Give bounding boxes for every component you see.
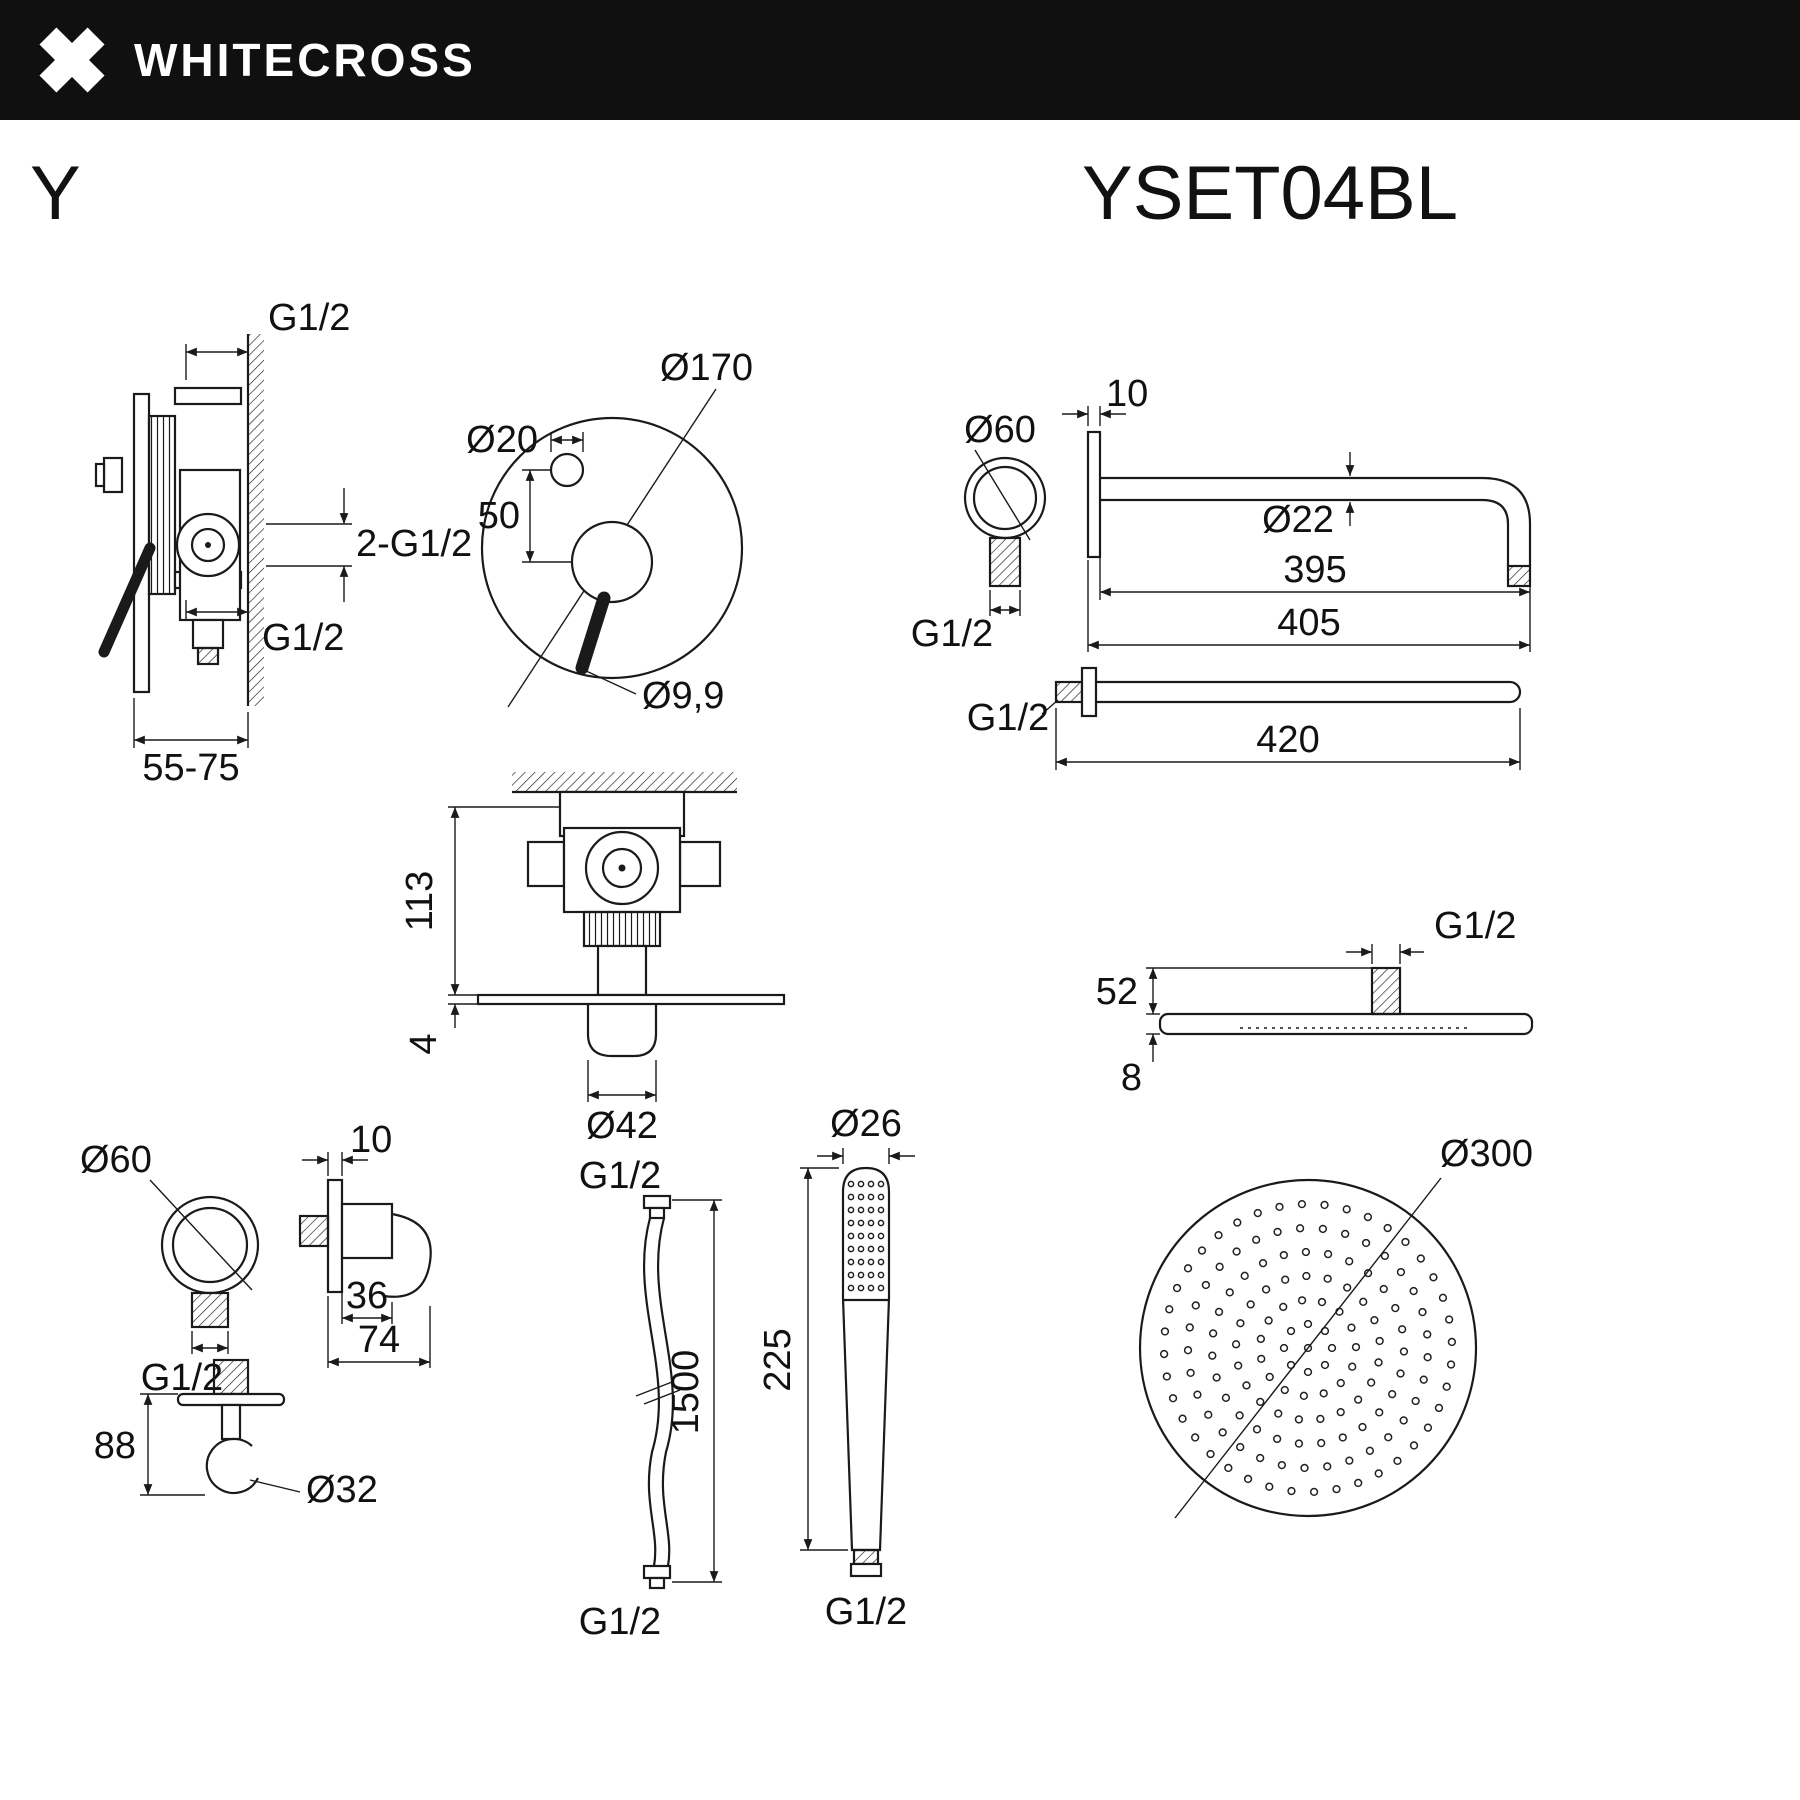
dim-handshower-length: 225	[757, 1328, 799, 1391]
handshower-nozzles	[847, 1180, 885, 1292]
mixer-side-view: G1/2 2-G1/2 G1/2 55-75	[94, 297, 472, 789]
dim-hose-length: 1500	[665, 1350, 707, 1435]
shower-arm-views: Ø60 G1/2 10 Ø22 395 405 G1/2 420	[911, 373, 1532, 770]
dim-section-height: 113	[399, 871, 441, 932]
dim-mixer-thread-bottom: G1/2	[262, 617, 344, 659]
dim-head-face-dia: Ø300	[1440, 1133, 1533, 1175]
brand-header: WHITECROSS	[0, 0, 1800, 120]
series-title: Y	[30, 151, 81, 236]
dim-mixer-depth-range: 55-75	[142, 747, 239, 789]
dim-section-collar: Ø42	[586, 1105, 658, 1147]
dim-mixer-thread-pair: 2-G1/2	[356, 523, 472, 565]
dim-holder-height: 88	[94, 1425, 136, 1467]
dim-arm-inlet-thread: G1/2	[911, 613, 993, 655]
dim-hose-thread-bottom: G1/2	[579, 1601, 661, 1643]
dim-outlet-plate-thickness: 10	[350, 1119, 392, 1161]
dim-section-plate: 4	[403, 1033, 445, 1054]
dim-head-connector-height: 52	[1096, 971, 1138, 1013]
dim-arm-length-405: 405	[1277, 602, 1340, 644]
head-face-view: Ø300	[1138, 1133, 1533, 1519]
dim-center-spacing: 50	[478, 495, 520, 537]
dim-hook-diameter: Ø32	[306, 1469, 378, 1511]
model-title: YSET04BL	[1082, 151, 1458, 236]
dim-head-plate-thickness: 8	[1121, 1057, 1142, 1099]
dim-outlet-flange-dia: Ø60	[80, 1139, 152, 1181]
mixer-front-view: Ø170 Ø20 50 Ø9,9	[466, 347, 753, 717]
dim-handshower-thread: G1/2	[825, 1591, 907, 1633]
hose-view: G1/2 G1/2 1500	[579, 1155, 722, 1643]
mixer-section-view: 113 4 Ø42	[399, 772, 786, 1147]
dim-arm-tube-dia: Ø22	[1262, 499, 1334, 541]
dim-diverter-diameter: Ø20	[466, 419, 538, 461]
dim-arm-flange-dia: Ø60	[964, 409, 1036, 451]
head-nozzles	[1159, 1199, 1457, 1497]
dim-handshower-dia: Ø26	[830, 1103, 902, 1145]
dim-outlet-body-depth: 74	[358, 1319, 400, 1361]
brand-name: WHITECROSS	[134, 34, 476, 86]
whitecross-logo-icon	[39, 27, 105, 93]
dim-head-thread: G1/2	[1434, 905, 1516, 947]
dim-lever-pin: Ø9,9	[642, 675, 724, 717]
wall-outlet-views: Ø60 G1/2 10 36 74 88 Ø32	[80, 1119, 432, 1511]
dim-arm2-length: 420	[1256, 719, 1319, 761]
dim-arm-plate-thickness: 10	[1106, 373, 1148, 415]
dim-outlet-body-width: 36	[346, 1275, 388, 1317]
dim-hose-thread-top: G1/2	[579, 1155, 661, 1197]
dim-outlet-thread: G1/2	[141, 1357, 223, 1399]
head-side-view: G1/2 52 8	[1096, 905, 1534, 1099]
handshower-view: Ø26 G1/2 225	[757, 1103, 915, 1633]
dim-mixer-thread-top: G1/2	[268, 297, 350, 339]
dim-plate-diameter: Ø170	[660, 347, 753, 389]
dim-arm-length-395: 395	[1283, 549, 1346, 591]
dim-arm2-thread: G1/2	[967, 697, 1049, 739]
